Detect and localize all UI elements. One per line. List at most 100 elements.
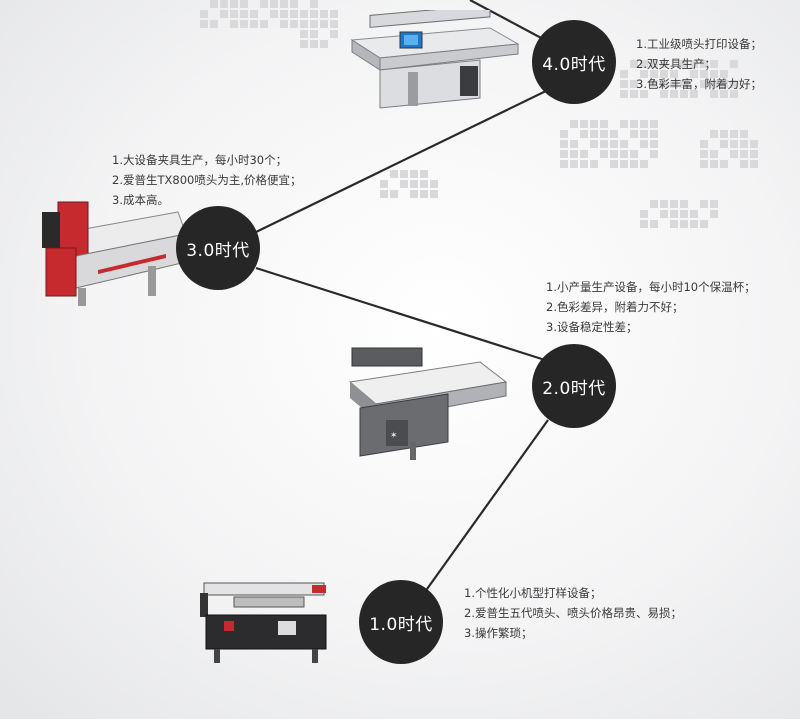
era-2-label: 2.0时代 xyxy=(542,378,606,399)
era-3-line-3: 3.成本高。 xyxy=(112,193,169,207)
map-dot xyxy=(710,200,718,208)
map-dot xyxy=(600,140,608,148)
map-dot xyxy=(220,10,228,18)
map-dot xyxy=(560,140,568,148)
map-dot xyxy=(630,160,638,168)
map-dot xyxy=(310,20,318,28)
map-dot xyxy=(650,200,658,208)
map-dot xyxy=(700,160,708,168)
small-desktop-printer-icon xyxy=(200,582,327,663)
map-dot xyxy=(580,120,588,128)
map-dot xyxy=(270,0,278,8)
map-dot xyxy=(380,190,388,198)
map-dot xyxy=(630,130,638,138)
map-dot xyxy=(650,140,658,148)
map-dot xyxy=(690,90,698,98)
map-dot xyxy=(430,190,438,198)
map-dot xyxy=(280,10,288,18)
gray-flatbed-printer-icon: ✶ xyxy=(348,347,508,460)
map-dot xyxy=(690,60,698,68)
map-dot xyxy=(720,160,728,168)
era-4-line-2: 2.双夹具生产； xyxy=(636,57,716,71)
era-1-line-3: 3.操作繁琐； xyxy=(464,626,533,640)
map-dot xyxy=(680,220,688,228)
map-dot xyxy=(230,20,238,28)
map-dot xyxy=(650,150,658,158)
era-1-label: 1.0时代 xyxy=(369,614,433,635)
era-2-circle: 2.0时代 xyxy=(532,344,616,428)
map-dot xyxy=(640,220,648,228)
map-dot xyxy=(700,150,708,158)
map-dot xyxy=(710,80,718,88)
industrial-flatbed-printer-icon xyxy=(350,10,520,109)
era-1-description: 1.个性化小机型打样设备； 2.爱普生五代喷头、喷头价格昂贵、易损； 3.操作繁… xyxy=(464,583,682,643)
map-dot xyxy=(710,130,718,138)
map-dot xyxy=(210,0,218,8)
map-dot xyxy=(750,150,758,158)
connector-4-to-3 xyxy=(255,89,549,233)
map-dot xyxy=(620,150,628,158)
map-dot xyxy=(200,20,208,28)
map-dot xyxy=(630,60,638,68)
map-dot xyxy=(620,70,628,78)
map-dot xyxy=(680,80,688,88)
map-dot xyxy=(720,140,728,148)
map-dot xyxy=(630,90,638,98)
map-dot xyxy=(750,140,758,148)
map-dot xyxy=(290,10,298,18)
map-dot xyxy=(740,160,748,168)
map-dot xyxy=(220,0,228,8)
map-dot xyxy=(560,160,568,168)
map-dot xyxy=(670,80,678,88)
map-dot xyxy=(610,150,618,158)
connector-3-to-2 xyxy=(255,266,546,362)
map-dot xyxy=(600,130,608,138)
map-dot xyxy=(580,150,588,158)
map-dot xyxy=(670,70,678,78)
map-dot xyxy=(570,150,578,158)
map-dot xyxy=(200,10,208,18)
map-dot xyxy=(590,140,598,148)
map-dot xyxy=(580,130,588,138)
map-dot xyxy=(670,210,678,218)
map-dot xyxy=(710,160,718,168)
map-dot xyxy=(570,120,578,128)
map-dot xyxy=(610,130,618,138)
map-dot xyxy=(390,190,398,198)
map-dot xyxy=(320,10,328,18)
map-dot xyxy=(320,20,328,28)
map-dot xyxy=(700,220,708,228)
map-dot xyxy=(630,150,638,158)
map-dot xyxy=(660,210,668,218)
map-dot xyxy=(640,60,648,68)
map-dot xyxy=(690,70,698,78)
map-dot xyxy=(650,120,658,128)
map-dot xyxy=(300,10,308,18)
map-dot xyxy=(330,10,338,18)
map-dot xyxy=(640,130,648,138)
map-dot xyxy=(740,150,748,158)
era-4-description: 1.工业级喷头打印设备； 2.双夹具生产； 3.色彩丰富，附着力好； xyxy=(636,34,762,94)
red-flatbed-printer-icon xyxy=(42,201,187,306)
map-dot xyxy=(250,20,258,28)
map-dot xyxy=(310,0,318,8)
map-dot xyxy=(710,210,718,218)
map-dot xyxy=(390,170,398,178)
map-dot xyxy=(300,20,308,28)
map-dot xyxy=(310,40,318,48)
era-4-line-3: 3.色彩丰富，附着力好； xyxy=(636,77,762,91)
map-dot xyxy=(640,210,648,218)
era-2-description: 1.小产量生产设备，每小时10个保温杯； 2.色彩差异，附着力不好； 3.设备稳… xyxy=(546,277,756,337)
map-dot xyxy=(690,220,698,228)
map-dot xyxy=(640,90,648,98)
map-dot xyxy=(610,160,618,168)
map-dot xyxy=(670,200,678,208)
map-dot xyxy=(700,140,708,148)
era-3-line-2: 2.爱普生TX800喷头为主,价格便宜； xyxy=(112,173,302,187)
map-dot xyxy=(620,120,628,128)
map-dot xyxy=(620,90,628,98)
map-dot xyxy=(710,150,718,158)
map-dot xyxy=(620,80,628,88)
map-dot xyxy=(430,180,438,188)
